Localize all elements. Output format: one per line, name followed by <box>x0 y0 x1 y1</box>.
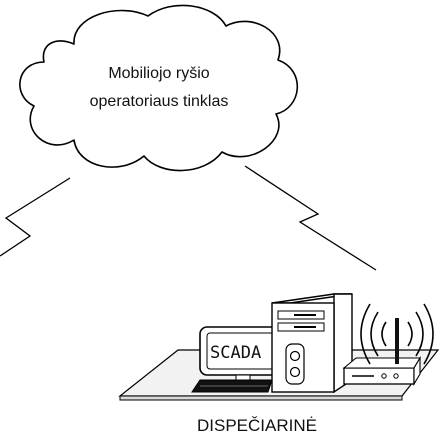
signal-wave-right-inner <box>407 321 413 347</box>
signal-wave-left-outer <box>370 311 379 357</box>
router-side <box>413 356 421 386</box>
speaker-top <box>289 350 301 362</box>
router-led-1 <box>381 373 387 379</box>
router-led-2 <box>393 373 399 379</box>
signal-wave-right-far <box>423 303 434 365</box>
router-top <box>342 357 421 369</box>
wireless-link-right <box>244 165 377 271</box>
signal-wave-left-far <box>360 303 371 365</box>
wireless-link-left <box>0 177 71 257</box>
speaker-bottom <box>289 366 301 378</box>
cloud-label-line1: Mobiliojo ryšio <box>108 65 209 82</box>
cloud-label-line2: operatoriaus tinklas <box>90 93 229 110</box>
cloud-outline <box>19 4 299 172</box>
antenna <box>395 318 399 364</box>
speaker-panel <box>285 343 305 385</box>
mobile-network-cloud: Mobiliojo ryšio operatoriaus tinklas <box>19 4 299 172</box>
pc-tower <box>271 293 353 394</box>
dispatch-room-label: DISPEČIARINĖ <box>197 416 317 435</box>
desk-edge <box>119 395 403 401</box>
signal-wave-left-inner <box>381 321 387 347</box>
wireless-router <box>342 303 434 386</box>
signal-wave-right-outer <box>415 311 424 357</box>
keyboard <box>191 379 273 393</box>
monitor-screen-text: SCADA <box>210 343 261 363</box>
